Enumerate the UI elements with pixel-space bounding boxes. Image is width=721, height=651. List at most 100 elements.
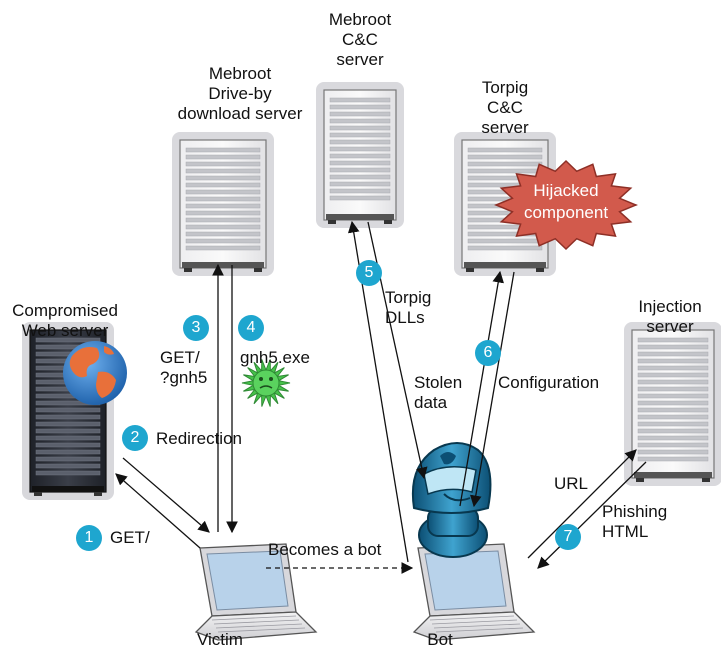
step-5-label: Torpig DLLs <box>385 288 432 327</box>
arrow-redirection <box>122 457 210 533</box>
server-bay <box>185 217 261 223</box>
server-bay <box>35 435 101 441</box>
server-bay <box>637 407 709 413</box>
server-bay <box>467 245 543 251</box>
drive-by-server-label: Mebroot Drive-by download server <box>177 64 303 123</box>
server-foot <box>254 268 262 272</box>
keyboard-row <box>429 615 515 621</box>
server-bay <box>637 386 709 392</box>
arrow-stolen-data <box>459 270 504 507</box>
server-base <box>32 486 104 492</box>
server-bay <box>637 337 709 343</box>
server-bay <box>329 146 391 152</box>
bot-label: Bot <box>427 630 453 649</box>
server-bay <box>637 365 709 371</box>
step-1-badge: 1 <box>76 525 102 551</box>
server-bay <box>185 224 261 230</box>
server-foot <box>94 492 102 496</box>
injection-server-label: Injection server <box>638 297 702 336</box>
server-bay <box>185 161 261 167</box>
injection-server <box>624 322 721 486</box>
server-bay <box>329 153 391 159</box>
step-4-badge: 4 <box>238 315 264 341</box>
server-bay <box>637 400 709 406</box>
server-bay <box>329 188 391 194</box>
server-bay <box>329 97 391 103</box>
server-bay <box>637 435 709 441</box>
server-bay <box>185 196 261 202</box>
url-label: URL <box>554 474 589 493</box>
server-bay <box>637 351 709 357</box>
step-4-label: gnh5.exe <box>240 348 310 367</box>
bot-laptop <box>412 543 536 641</box>
callout-line-2: component <box>524 203 608 222</box>
server-bay <box>467 161 543 167</box>
server-foot <box>328 220 336 224</box>
server-bay <box>35 449 101 455</box>
step-2-badge: 2 <box>122 425 148 451</box>
server-bay <box>637 379 709 385</box>
step-6-label: Configuration <box>498 373 600 392</box>
arrow-get-to-webserver <box>115 473 201 549</box>
keyboard-row <box>217 627 306 633</box>
server-bay <box>637 421 709 427</box>
server-bay <box>35 456 101 462</box>
server-foot <box>184 268 192 272</box>
server-bay <box>185 175 261 181</box>
step-3-label: GET/ ?gnh5 <box>160 348 208 387</box>
server-bay <box>185 154 261 160</box>
server-bay <box>185 182 261 188</box>
server-bay <box>185 203 261 209</box>
server-bay <box>329 132 391 138</box>
server-bay <box>467 154 543 160</box>
globe-icon <box>63 341 127 405</box>
server-bay <box>185 210 261 216</box>
server-base <box>182 262 264 268</box>
server-bay <box>35 414 101 420</box>
laptop-screen <box>206 550 289 611</box>
server-bay <box>185 189 261 195</box>
server-bay <box>329 125 391 131</box>
server-bay <box>329 160 391 166</box>
server-bay <box>637 456 709 462</box>
server-bay <box>637 358 709 364</box>
victim-label: Victim <box>197 630 243 649</box>
step-3-badge: 3 <box>183 315 209 341</box>
server-bay <box>35 428 101 434</box>
server-bay <box>35 337 101 343</box>
arrow-url <box>527 449 637 559</box>
server-bay <box>329 174 391 180</box>
server-bay <box>185 168 261 174</box>
server-base <box>326 214 394 220</box>
step-2-label: Redirection <box>156 429 242 448</box>
step-5-badge: 5 <box>356 260 382 286</box>
server-foot <box>702 478 710 482</box>
server-foot <box>34 492 42 496</box>
server-foot <box>384 220 392 224</box>
server-bay <box>329 118 391 124</box>
server-bay <box>467 238 543 244</box>
arrow-phishing-html <box>537 461 647 569</box>
server-bay <box>185 238 261 244</box>
server-bay <box>329 111 391 117</box>
server-bay <box>637 393 709 399</box>
keyboard-row <box>435 627 524 633</box>
torpig-cc-label: Torpig C&C server <box>481 78 529 137</box>
server-bay <box>329 104 391 110</box>
server-bay <box>637 414 709 420</box>
laptop-screen <box>424 550 507 611</box>
server-bay <box>329 181 391 187</box>
server-bay <box>329 167 391 173</box>
server-bay <box>467 147 543 153</box>
server-foot <box>466 268 474 272</box>
server-foot <box>536 268 544 272</box>
arrow-torpig-dlls <box>367 221 428 480</box>
server-bay <box>329 139 391 145</box>
mebroot-cc-server <box>316 82 404 228</box>
server-bay <box>185 245 261 251</box>
keyboard-row <box>213 619 300 625</box>
compromised-web-server-label: Compromised Web server <box>12 301 118 340</box>
mebroot-cc-label: Mebroot C&C server <box>328 10 392 69</box>
arrow-configuration <box>470 271 515 508</box>
